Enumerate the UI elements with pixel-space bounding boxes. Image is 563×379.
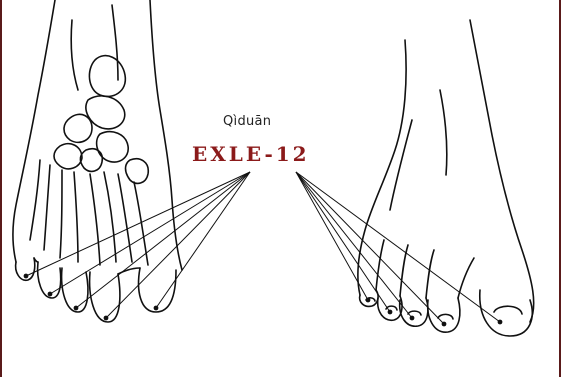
left-pointer-lines: [26, 172, 250, 318]
right-foot: [358, 20, 534, 336]
point-code-label: EXLE-12: [192, 142, 310, 166]
right-pointer-lines: [296, 172, 500, 324]
left-foot: [13, 0, 182, 322]
point-name-label: Qìduān: [223, 114, 271, 129]
